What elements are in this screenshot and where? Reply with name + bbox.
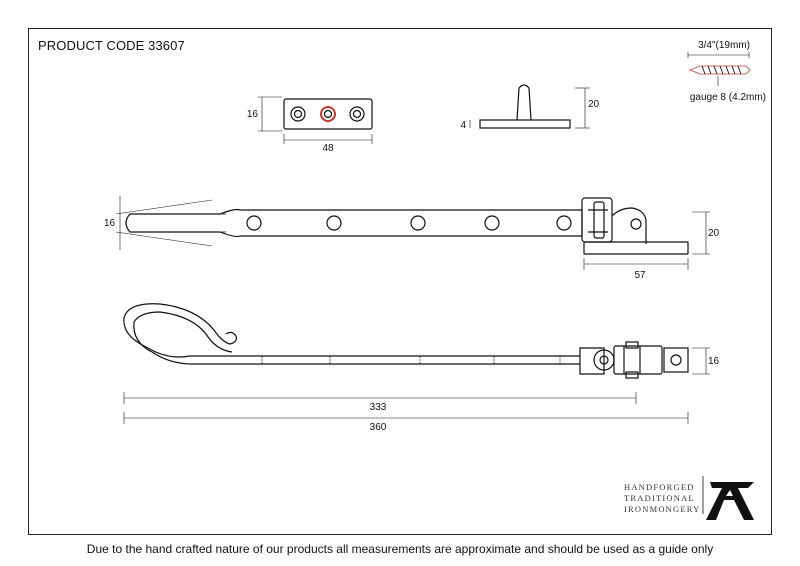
brand-logo-icon (702, 476, 754, 520)
stay-side-right-label: 16 (708, 356, 720, 367)
screw-length-label: 3/4"(19mm) (698, 40, 750, 51)
stay-top-left-label: 16 (104, 218, 116, 229)
screw-gauge-label: gauge 8 (4.2mm) (690, 92, 766, 103)
stay-pin (469, 84, 590, 129)
product-code: PRODUCT CODE 33607 (38, 38, 185, 53)
pin-height-label: 20 (588, 99, 600, 110)
bracket-length-label: 57 (634, 270, 646, 281)
keep-plate (258, 96, 373, 144)
brand-line-1: HANDFORGED (624, 482, 695, 492)
screw-icon (687, 52, 751, 86)
stay-top-view (115, 196, 710, 270)
disclaimer-footer: Due to the hand crafted nature of our pr… (86, 542, 714, 556)
drawing-frame (28, 28, 772, 535)
stay-top-right-label: 20 (708, 228, 720, 239)
plate-height-label: 16 (247, 109, 259, 120)
plate-width-label: 48 (322, 143, 334, 154)
overall-length-label: 360 (370, 422, 387, 433)
brand-line-3: IRONMONGERY (624, 504, 701, 514)
stay-side-view (123, 303, 710, 424)
inner-length-label: 333 (370, 402, 387, 413)
pin-base-label: 4 (460, 120, 466, 131)
brand-line-2: TRADITIONAL (624, 493, 695, 503)
